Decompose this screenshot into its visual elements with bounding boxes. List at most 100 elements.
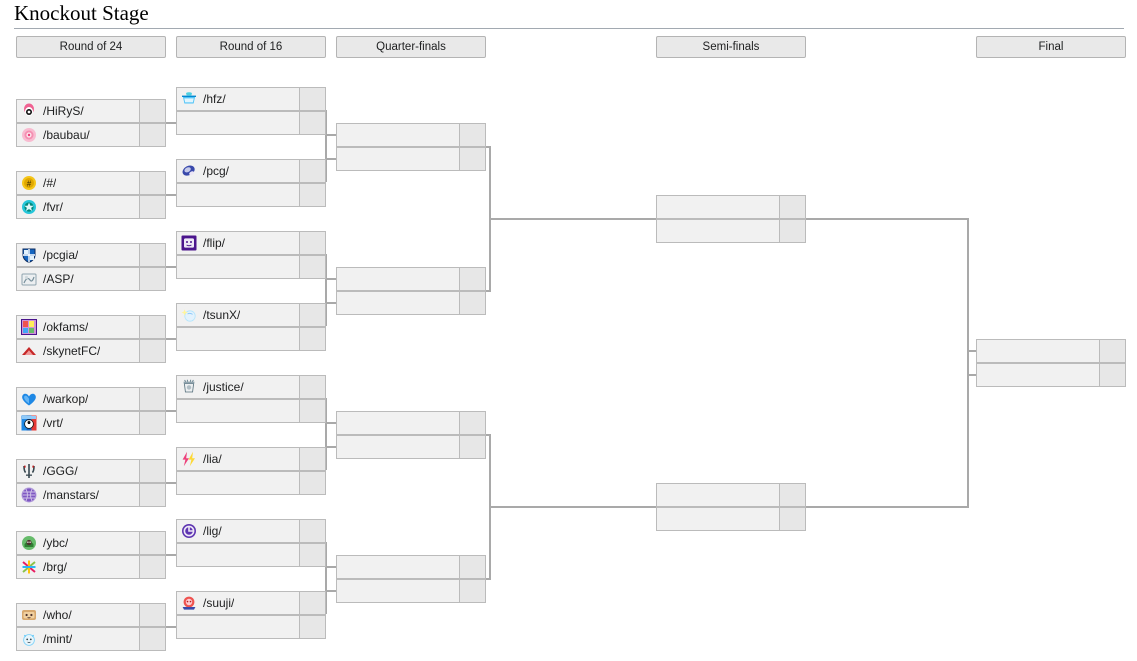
team-entry: /skynetFC/ xyxy=(17,340,139,362)
match-slot[interactable]: /manstars/ xyxy=(16,483,166,507)
team-entry: /warkop/ xyxy=(17,388,139,410)
match-slot[interactable] xyxy=(176,183,326,207)
match-slot[interactable] xyxy=(336,147,486,171)
match-slot[interactable]: /skynetFC/ xyxy=(16,339,166,363)
match-slot[interactable] xyxy=(176,255,326,279)
team-entry xyxy=(657,484,779,506)
match-slot[interactable] xyxy=(336,411,486,435)
connector-r16-pair3-bottom xyxy=(325,446,337,448)
connector-r16-pair4-vertical xyxy=(325,542,327,614)
match-slot[interactable]: /brg/ xyxy=(16,555,166,579)
team-name: /suuji/ xyxy=(203,596,235,610)
match-slot[interactable]: /justice/ xyxy=(176,375,326,399)
team-entry: /lig/ xyxy=(177,520,299,542)
team-name: /hfz/ xyxy=(203,92,226,106)
team-entry: /hfz/ xyxy=(177,88,299,110)
team-entry xyxy=(337,292,459,314)
match-slot[interactable] xyxy=(656,507,806,531)
score-cell xyxy=(459,580,485,602)
score-cell xyxy=(139,100,165,122)
suuji-logo-icon xyxy=(181,595,197,611)
round-header-quarter-finals[interactable]: Quarter-finals xyxy=(336,36,486,58)
team-name: /pcg/ xyxy=(203,164,230,178)
team-entry: /HiRyS/ xyxy=(17,100,139,122)
score-cell xyxy=(459,556,485,578)
match-slot[interactable]: /GGG/ xyxy=(16,459,166,483)
team-entry xyxy=(337,148,459,170)
match-slot[interactable]: /pcgia/ xyxy=(16,243,166,267)
team-entry: /pcg/ xyxy=(177,160,299,182)
team-entry: /flip/ xyxy=(177,232,299,254)
team-entry: /lia/ xyxy=(177,448,299,470)
match-slot[interactable]: /lia/ xyxy=(176,447,326,471)
team-name: /lia/ xyxy=(203,452,222,466)
score-cell xyxy=(139,556,165,578)
score-cell xyxy=(299,376,325,398)
match-slot[interactable] xyxy=(656,219,806,243)
match-slot[interactable] xyxy=(336,291,486,315)
match-slot[interactable] xyxy=(336,267,486,291)
score-cell xyxy=(459,268,485,290)
match-slot[interactable] xyxy=(336,435,486,459)
match-slot[interactable] xyxy=(176,543,326,567)
match-slot[interactable]: /pcg/ xyxy=(176,159,326,183)
team-entry xyxy=(337,268,459,290)
score-cell xyxy=(299,184,325,206)
tsunx-logo-icon xyxy=(181,307,197,323)
fvr-logo-icon xyxy=(21,199,37,215)
match-slot[interactable]: /ASP/ xyxy=(16,267,166,291)
match-slot[interactable] xyxy=(336,555,486,579)
hash-logo-icon: # xyxy=(21,175,37,191)
match-slot[interactable]: /warkop/ xyxy=(16,387,166,411)
match-slot[interactable] xyxy=(176,471,326,495)
round-header-round-of-24[interactable]: Round of 24 xyxy=(16,36,166,58)
score-cell xyxy=(139,412,165,434)
match-slot[interactable] xyxy=(176,615,326,639)
connector-qf1-out xyxy=(485,146,491,148)
match-slot[interactable] xyxy=(976,339,1126,363)
match-slot[interactable]: /okfams/ xyxy=(16,315,166,339)
team-entry: /tsunX/ xyxy=(177,304,299,326)
connector-qf3-out xyxy=(485,434,491,436)
score-cell xyxy=(299,544,325,566)
connector-r16-pair1-bottom xyxy=(325,158,337,160)
round-header-final[interactable]: Final xyxy=(976,36,1126,58)
round-header-semi-finals[interactable]: Semi-finals xyxy=(656,36,806,58)
match-slot[interactable]: /tsunX/ xyxy=(176,303,326,327)
match-slot[interactable] xyxy=(656,195,806,219)
match-slot[interactable]: /lig/ xyxy=(176,519,326,543)
match-slot[interactable] xyxy=(176,399,326,423)
team-entry xyxy=(657,220,779,242)
match-slot[interactable]: /flip/ xyxy=(176,231,326,255)
score-cell xyxy=(459,412,485,434)
justice-logo-icon xyxy=(181,379,197,395)
match-slot[interactable] xyxy=(336,579,486,603)
match-slot[interactable] xyxy=(336,123,486,147)
match-slot[interactable]: /baubau/ xyxy=(16,123,166,147)
score-cell xyxy=(139,604,165,626)
team-entry xyxy=(177,328,299,350)
score-cell xyxy=(139,316,165,338)
team-entry: /suuji/ xyxy=(177,592,299,614)
connector-sf2-in xyxy=(489,506,657,508)
match-slot[interactable]: /suuji/ xyxy=(176,591,326,615)
score-cell xyxy=(459,124,485,146)
match-slot[interactable] xyxy=(176,111,326,135)
team-name: /fvr/ xyxy=(43,200,63,214)
match-slot[interactable]: /hfz/ xyxy=(176,87,326,111)
match-slot[interactable] xyxy=(976,363,1126,387)
match-slot[interactable] xyxy=(656,483,806,507)
team-entry xyxy=(177,472,299,494)
team-entry xyxy=(177,256,299,278)
skynetfc-logo-icon xyxy=(21,343,37,359)
match-slot[interactable]: /who/ xyxy=(16,603,166,627)
match-slot[interactable] xyxy=(176,327,326,351)
round-header-round-of-16[interactable]: Round of 16 xyxy=(176,36,326,58)
match-slot[interactable]: /mint/ xyxy=(16,627,166,651)
match-slot[interactable]: /ybc/ xyxy=(16,531,166,555)
match-slot[interactable]: /vrt/ xyxy=(16,411,166,435)
match-slot[interactable]: /fvr/ xyxy=(16,195,166,219)
score-cell xyxy=(299,472,325,494)
match-slot[interactable]: /HiRyS/ xyxy=(16,99,166,123)
match-slot[interactable]: # /#/ xyxy=(16,171,166,195)
